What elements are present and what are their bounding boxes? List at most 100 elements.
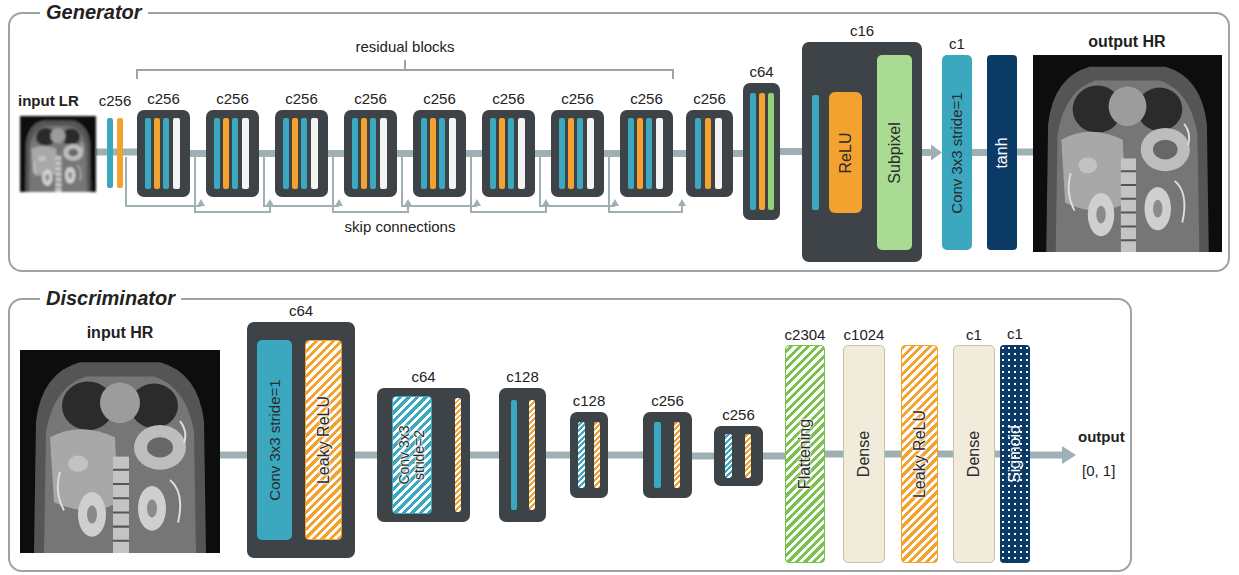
- layer-size-label: c256: [216, 90, 249, 107]
- layer-size-label: c2304: [785, 326, 826, 343]
- layer-bar: [421, 118, 427, 189]
- activation-box: ReLU: [829, 92, 862, 213]
- layer-bar: [232, 118, 238, 189]
- connector: [780, 151, 802, 152]
- layer-bar: [242, 118, 249, 189]
- layer-bar: [559, 118, 565, 189]
- connector-line: [885, 451, 901, 458]
- layer-bar: [768, 93, 774, 210]
- layer-bar: [695, 118, 701, 189]
- activation-bar: [117, 118, 123, 188]
- mri-image-low-res: [20, 116, 96, 192]
- activation-box: tanh: [987, 55, 1017, 250]
- connector: [922, 145, 942, 161]
- connector: [972, 152, 987, 153]
- layer-bar: [214, 118, 220, 189]
- connector-line: [535, 150, 551, 157]
- image-label: input LR: [18, 92, 79, 109]
- layer-name: Conv 3x3 stride=1: [266, 346, 283, 534]
- connector: [825, 454, 843, 455]
- connector-line: [466, 150, 482, 157]
- subpixel-box: Subpixel: [877, 55, 912, 250]
- connector-line: [190, 150, 206, 157]
- layer-name: ReLU: [837, 98, 855, 207]
- connector: [546, 455, 570, 456]
- layer-bar: [654, 422, 661, 488]
- connector-line: [355, 452, 377, 459]
- layer-bar: [352, 118, 358, 189]
- network-panel: Discriminatorc64Conv 3x3 stride=1Leaky R…: [8, 298, 1132, 572]
- residual-block: c256: [275, 110, 328, 197]
- layer-size-label: c64: [749, 63, 773, 80]
- dense-box: c1Dense: [953, 345, 995, 563]
- mri-image-high-res: [20, 350, 220, 553]
- layer-size-label: c128: [506, 368, 539, 385]
- conv-bar: [107, 118, 113, 188]
- connector: [328, 153, 344, 154]
- mri-image-high-res: [1033, 55, 1222, 252]
- layer-size-label: c64: [411, 368, 435, 385]
- connector: [692, 456, 714, 457]
- dense-box: c1024Dense: [843, 345, 885, 563]
- flatten-box: c2304Flattening: [785, 345, 825, 563]
- layer-bar: [812, 95, 819, 210]
- layer-size-label: c1: [949, 35, 965, 52]
- connector-line: [608, 452, 643, 459]
- residual-block: c256: [137, 110, 190, 197]
- layer-bar: [674, 422, 680, 488]
- residual-block: c256: [206, 110, 259, 197]
- layer-size-label: c1: [1007, 325, 1023, 342]
- residual-block: c256: [344, 110, 397, 197]
- arrow-head: [931, 145, 942, 161]
- layer-bar: [637, 118, 643, 189]
- layer-bar: [455, 398, 461, 512]
- conv-box: Conv 3x3 stride=1: [257, 340, 292, 540]
- layer-block: c256: [643, 412, 692, 498]
- layer-bar: [568, 118, 574, 189]
- connector-line: [397, 150, 413, 157]
- connector: [673, 153, 686, 154]
- conv-box: Conv 3x3 stride=2: [392, 396, 432, 514]
- layer-name: tanh: [993, 61, 1011, 244]
- connector: [470, 455, 499, 456]
- layer-bar: [292, 118, 298, 189]
- connector: [190, 153, 206, 154]
- connector: [397, 153, 413, 154]
- layer-bar: [145, 118, 151, 189]
- connector: [604, 153, 620, 154]
- upsample-block: c16ReLUSubpixel: [802, 42, 922, 262]
- layer-bar: [223, 118, 229, 189]
- layer-bar: [745, 434, 751, 478]
- layer-bar: [430, 118, 436, 189]
- layer-bar: [490, 118, 496, 189]
- layer-bar: [361, 118, 367, 189]
- arrow-head: [1062, 446, 1076, 464]
- layer-bar: [529, 400, 535, 510]
- layer-bar: [511, 400, 517, 510]
- connector-line: [825, 451, 843, 458]
- layer-bar: [508, 118, 514, 189]
- layer-size-label: c256: [722, 406, 755, 423]
- layer-size-label: c256: [147, 90, 180, 107]
- layer-bar: [370, 118, 376, 189]
- bracket-label: residual blocks: [355, 38, 454, 55]
- layer-size-label: c256: [354, 90, 387, 107]
- layer-size-label: c128: [573, 392, 606, 409]
- connector-line: [763, 453, 785, 460]
- network-panel: Generatorc256c256c256c256c256c256c256c25…: [8, 12, 1230, 272]
- layer-block: c64: [743, 83, 780, 220]
- connector: [259, 153, 275, 154]
- layer-bar: [283, 118, 289, 189]
- connector-line: [938, 451, 953, 458]
- layer-size-label: c256: [492, 90, 525, 107]
- connector-line: [972, 149, 987, 156]
- layer-bar: [628, 118, 634, 189]
- layer-bar: [594, 422, 600, 488]
- activation-box: Leaky ReLU: [901, 345, 938, 563]
- connector-line: [470, 452, 499, 459]
- layer-name: Sigmoid: [1006, 351, 1024, 557]
- layer-name: Leaky ReLU: [315, 346, 333, 534]
- panel-title: Generator: [40, 0, 148, 24]
- residual-block: c256: [413, 110, 466, 197]
- layer-bar: [380, 118, 387, 189]
